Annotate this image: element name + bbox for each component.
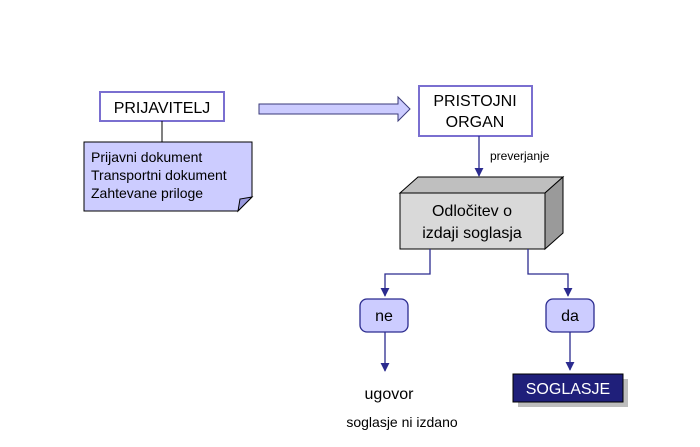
documents-line-2: Transportni dokument [91, 167, 227, 183]
no-outcome-label: ugovor [365, 386, 415, 403]
yes-branch-node: da [545, 298, 595, 333]
consent-label: SOGLASJE [526, 381, 610, 398]
decision-front-face [399, 192, 546, 250]
no-branch-label: ne [375, 308, 393, 325]
decision-line-2: izdaji soglasja [422, 225, 522, 242]
no-branch-node: ne [359, 298, 409, 333]
no-branch-connector [380, 249, 431, 297]
documents-note: Prijavni dokument Transportni dokument Z… [83, 141, 254, 213]
yes-branch-label: da [561, 308, 579, 325]
decision-node: Odločitev o izdaji soglasja [398, 175, 565, 251]
documents-line-1: Prijavni dokument [91, 149, 202, 165]
decision-top-face [398, 176, 565, 194]
authority-line-2: ORGAN [446, 114, 505, 131]
documents-line-3: Zahtevane priloge [91, 185, 203, 201]
authority-node: PRISTOJNI ORGAN [418, 85, 533, 137]
block-arrow-to-authority [258, 95, 411, 123]
no-outcome-note: soglasje ni izdano [346, 414, 458, 430]
consent-node: SOGLASJE [512, 373, 628, 407]
check-label: preverjanje [490, 149, 550, 163]
yes-branch-connector [527, 249, 573, 297]
applicant-node: PRIJAVITELJ [99, 91, 225, 122]
decision-line-1: Odločitev o [432, 203, 512, 220]
applicant-label: PRIJAVITELJ [114, 100, 211, 117]
authority-line-1: PRISTOJNI [433, 93, 516, 110]
consent-box [512, 373, 624, 403]
